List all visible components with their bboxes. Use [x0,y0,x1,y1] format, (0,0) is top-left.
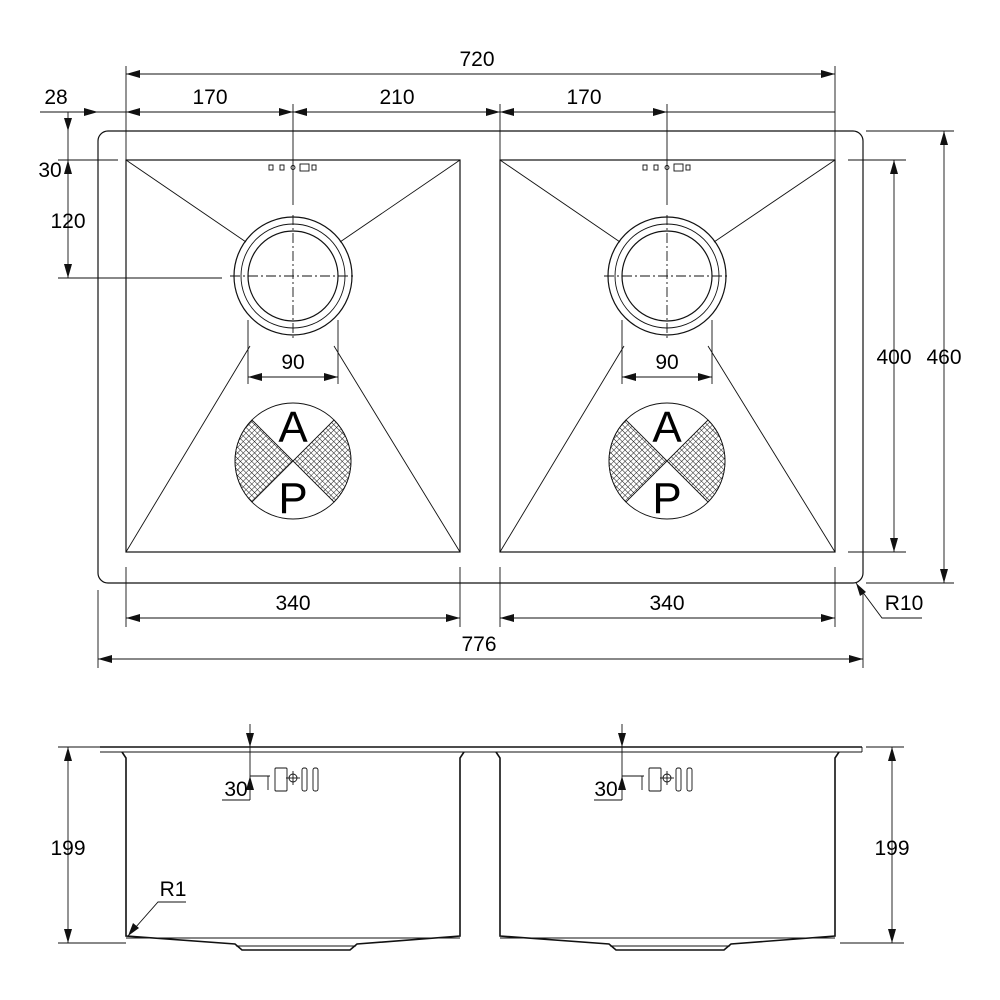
left-bowl-profile [121,751,465,951]
section-dimension-lines [58,724,904,944]
dim-waste-diameter-left: 90 [281,351,304,374]
dim-offset-left: 28 [44,86,67,109]
extension-lines [40,66,954,668]
sink-outer-outline [97,130,864,584]
dim-bowl-width-right: 340 [649,592,684,615]
section-view: 199 199 30 30 R1 [50,724,910,951]
dim-overall-width: 776 [461,633,496,656]
right-bowl-profile [495,751,840,951]
dim-waste-between: 210 [379,86,414,109]
dim-offset-top: 30 [38,159,61,182]
right-bowl: A P [499,159,836,553]
dim-overall-inner-width: 720 [459,48,494,71]
dim-overall-length: 460 [926,346,961,369]
dim-overflow-offset-left: 30 [224,778,247,801]
left-overflow-holes [268,163,317,172]
dim-depth-left: 199 [50,837,85,860]
plan-view: A P [38,48,962,668]
right-bowl-outline [499,159,836,553]
logo-letter-p: P [278,474,307,523]
logo-letter-p: P [652,474,681,523]
dim-waste-from-top: 120 [50,210,85,233]
dim-depth-right: 199 [874,837,909,860]
dimension-lines [64,70,948,663]
logo-letter-a: A [278,403,308,452]
dim-overflow-offset-right: 30 [594,778,617,801]
dim-waste-right: 170 [566,86,601,109]
logo-letter-a: A [652,403,682,452]
right-overflow-holes [642,163,691,172]
dim-waste-diameter-right: 90 [655,351,678,374]
dim-waste-left: 170 [192,86,227,109]
dim-inner-radius: R1 [160,878,187,901]
right-logo: A P [608,402,726,523]
dim-bowl-width-left: 340 [275,592,310,615]
left-bowl: A P [125,159,461,553]
dim-bowl-length: 400 [876,346,911,369]
dim-corner-radius: R10 [885,592,924,615]
left-logo: A P [234,402,352,523]
